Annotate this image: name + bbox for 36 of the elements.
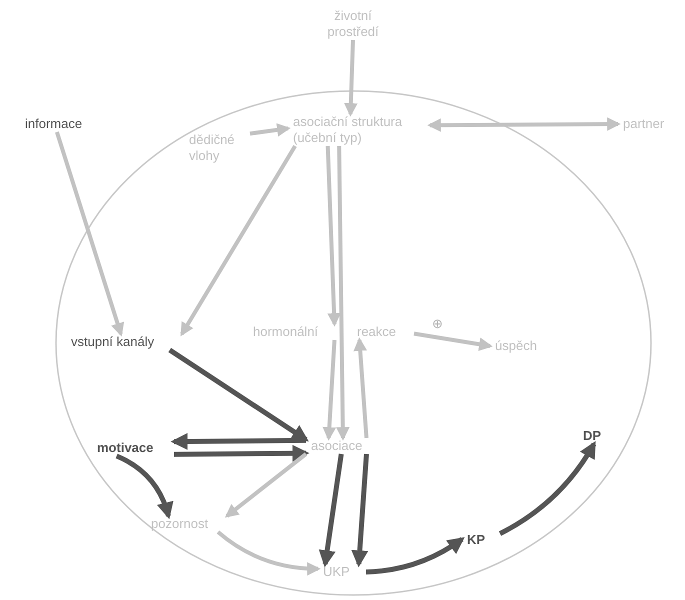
node-label: dědičné vlohy (184, 132, 250, 164)
arrow (322, 340, 336, 441)
arrow (336, 146, 350, 441)
arrow (174, 444, 310, 462)
arrow (344, 40, 358, 117)
arrow (326, 146, 341, 327)
arrow (353, 337, 368, 438)
node-label: asociační struktura (učební typ) (288, 114, 430, 146)
node-label: UKP (318, 564, 366, 580)
node-label: životní prostředí (318, 8, 388, 40)
arrow (318, 454, 344, 568)
node-label: partner (618, 116, 684, 132)
arrow (427, 117, 621, 132)
arrow (351, 454, 369, 568)
node-label: reakce (352, 324, 414, 340)
node-label: motivace (92, 440, 174, 456)
arrow (168, 348, 309, 442)
arrow (55, 131, 124, 337)
node-label: asociace (306, 438, 390, 454)
node-label: DP (578, 428, 618, 444)
arrow (250, 123, 291, 137)
edge-label: ⊕ (430, 317, 444, 332)
arrow (414, 332, 493, 351)
arrow (216, 530, 321, 576)
node-label: KP (462, 532, 500, 548)
node-label: úspěch (490, 338, 558, 354)
arrow (366, 537, 465, 574)
node-label: informace (20, 116, 102, 132)
arrow (116, 454, 173, 520)
node-label: pozornost (146, 516, 236, 532)
arrow (170, 432, 306, 450)
arrow (224, 452, 308, 518)
node-label: hormonální (248, 324, 342, 340)
arrow (180, 144, 297, 336)
arrow (498, 441, 596, 536)
node-label: vstupní kanály (66, 334, 188, 350)
